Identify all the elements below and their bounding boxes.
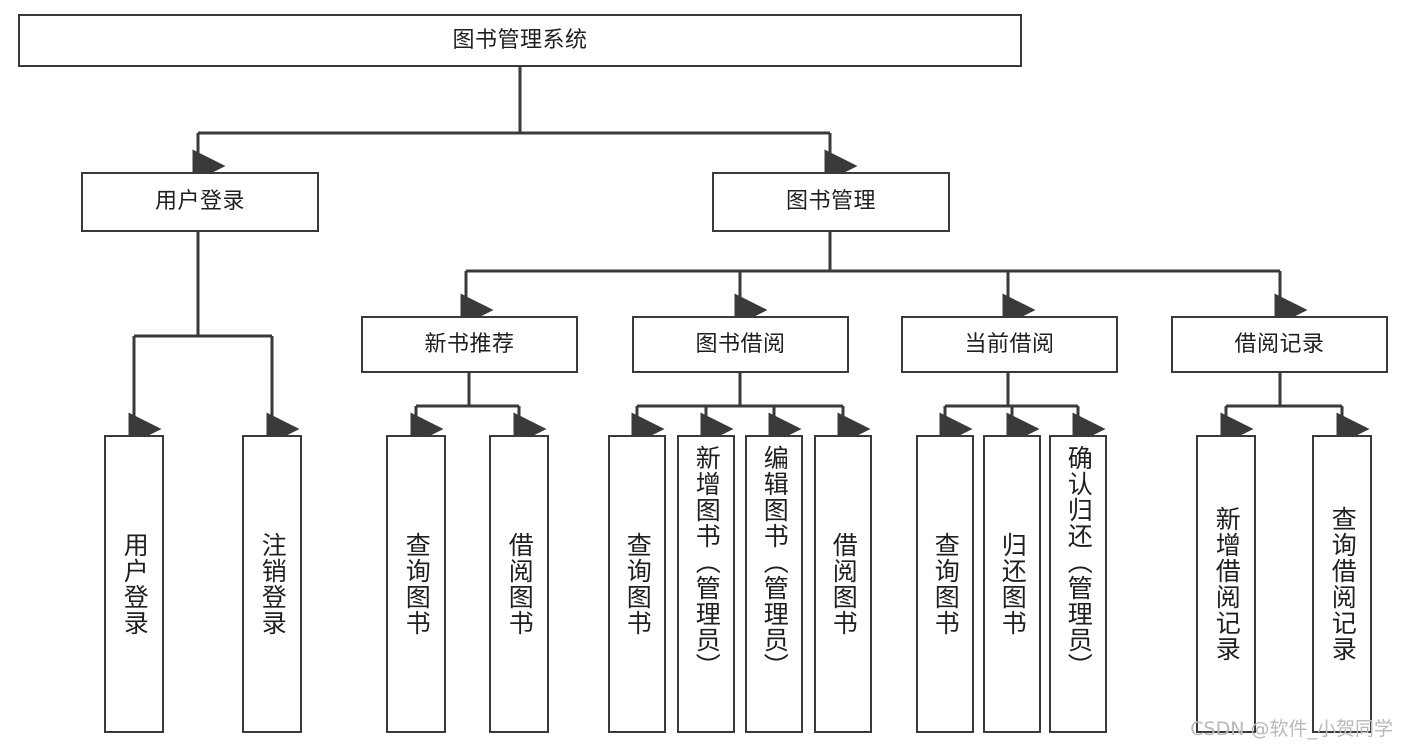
node-book-borrow[interactable]: 图书借阅: [632, 316, 849, 373]
node-label: 借阅记录: [1234, 331, 1325, 357]
node-label: 图书管理系统: [452, 27, 588, 53]
node-book-management[interactable]: 图书管理: [712, 172, 950, 232]
node-label: 查询图书: [623, 532, 653, 636]
watermark-text: CSDN @软件_小贺同学: [1190, 718, 1393, 740]
node-new-book-recommend[interactable]: 新书推荐: [361, 316, 578, 373]
node-label: 新书推荐: [424, 331, 515, 357]
node-label: 借阅图书: [505, 532, 535, 636]
node-leaf-add-book-admin[interactable]: 新增图书（管理员）: [677, 435, 735, 733]
node-label: 归还图书: [998, 532, 1028, 636]
node-label: 查询图书: [402, 532, 432, 636]
node-leaf-query-book-2[interactable]: 查询图书: [608, 435, 666, 733]
node-leaf-edit-book-admin[interactable]: 编辑图书（管理员）: [745, 435, 803, 733]
node-label: 图书借阅: [695, 331, 786, 357]
node-label: 编辑图书（管理员）: [760, 445, 790, 679]
node-label: 新增图书（管理员）: [692, 445, 722, 679]
node-leaf-user-login[interactable]: 用户登录: [104, 435, 164, 733]
node-borrow-record[interactable]: 借阅记录: [1171, 316, 1388, 373]
node-leaf-logout-login[interactable]: 注销登录: [242, 435, 302, 733]
node-label: 注销登录: [258, 532, 288, 636]
node-current-borrow[interactable]: 当前借阅: [901, 316, 1118, 373]
node-leaf-query-borrow-record[interactable]: 查询借阅记录: [1312, 435, 1372, 733]
node-label: 新增借阅记录: [1212, 506, 1242, 662]
node-book-management-system[interactable]: 图书管理系统: [18, 14, 1022, 67]
node-label: 查询借阅记录: [1328, 506, 1358, 662]
node-leaf-query-book-3[interactable]: 查询图书: [916, 435, 974, 733]
node-label: 借阅图书: [829, 532, 859, 636]
node-label: 用户登录: [154, 189, 245, 215]
node-label: 查询图书: [931, 532, 961, 636]
node-label: 当前借阅: [964, 331, 1055, 357]
node-label: 图书管理: [785, 189, 876, 215]
node-leaf-borrow-book-2[interactable]: 借阅图书: [814, 435, 872, 733]
node-leaf-borrow-book-1[interactable]: 借阅图书: [489, 435, 549, 733]
node-label: 确认归还（管理员）: [1064, 445, 1094, 679]
node-leaf-return-book[interactable]: 归还图书: [983, 435, 1041, 733]
node-label: 用户登录: [120, 532, 150, 636]
node-leaf-confirm-return-admin[interactable]: 确认归还（管理员）: [1049, 435, 1107, 733]
node-leaf-add-borrow-record[interactable]: 新增借阅记录: [1196, 435, 1256, 733]
node-leaf-query-book-1[interactable]: 查询图书: [386, 435, 446, 733]
node-user-login[interactable]: 用户登录: [81, 172, 319, 232]
